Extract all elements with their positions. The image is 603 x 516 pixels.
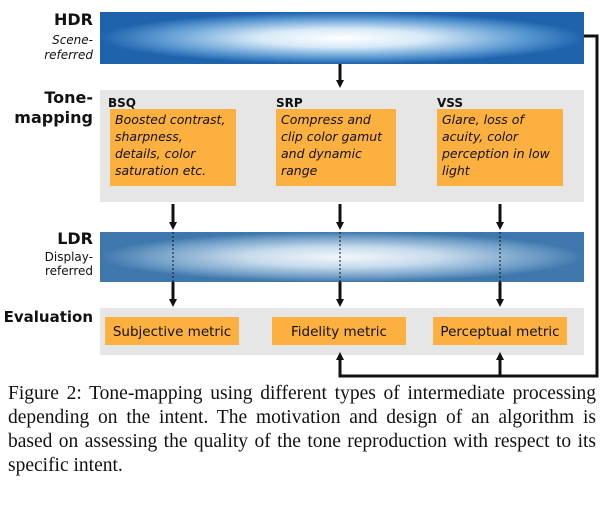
hdr-row-label: HDR Scene- referred bbox=[44, 10, 93, 62]
intent-srp-line-3: and dynamic bbox=[281, 146, 362, 161]
hdr-title: HDR bbox=[54, 10, 93, 29]
intent-bsq-desc: Boosted contrast, sharpness, details, co… bbox=[115, 112, 229, 178]
intent-bsq: BSQ Boosted contrast, sharpness, details… bbox=[105, 96, 239, 345]
intent-vss-line-4: light bbox=[442, 163, 471, 178]
ldr-subtitle-1: Display- bbox=[45, 250, 93, 264]
hdr-subtitle-2: referred bbox=[44, 48, 93, 62]
intent-bsq-line-4: saturation etc. bbox=[115, 163, 206, 178]
ldr-bar bbox=[100, 232, 584, 282]
tonemapping-title-1: Tone- bbox=[44, 88, 93, 107]
intent-vss-desc: Glare, loss of acuity, color perception … bbox=[441, 112, 554, 178]
intent-srp-line-4: range bbox=[281, 163, 318, 178]
feedback-line bbox=[336, 34, 599, 378]
metric-fidelity-box bbox=[272, 317, 406, 345]
intent-srp: SRP Compress and clip color gamut and dy… bbox=[272, 96, 406, 345]
evaluation-row-label: Evaluation bbox=[4, 308, 93, 326]
metric-perceptual-box bbox=[433, 317, 567, 345]
intent-bsq-line-2: sharpness, bbox=[115, 129, 183, 144]
tone-mapping-diagram: HDR Scene- referred Tone- mapping LDR Di… bbox=[4, 10, 599, 378]
intent-srp-desc: Compress and clip color gamut and dynami… bbox=[281, 112, 386, 178]
intent-srp-line-1: Compress and bbox=[281, 112, 371, 127]
intent-vss-line-2: acuity, color bbox=[442, 129, 519, 144]
feedback-path bbox=[336, 34, 599, 378]
metric-subjective-label: Subjective metric bbox=[113, 324, 231, 340]
intent-bsq-line-1: Boosted contrast, bbox=[115, 112, 225, 127]
intent-bsq-box bbox=[110, 109, 236, 186]
metric-fidelity-label: Fidelity metric bbox=[291, 324, 387, 340]
figure-caption: Figure 2: Tone-mapping using different t… bbox=[8, 383, 596, 476]
hdr-subtitle-1: Scene- bbox=[52, 33, 93, 47]
intent-vss: VSS Glare, loss of acuity, color percept… bbox=[433, 96, 567, 345]
ldr-subtitle-2: referred bbox=[45, 264, 93, 278]
metric-perceptual-label: Perceptual metric bbox=[440, 324, 559, 340]
metric-subjective-box bbox=[105, 317, 239, 345]
evaluation-title: Evaluation bbox=[4, 308, 93, 326]
intent-vss-box bbox=[437, 109, 563, 186]
ldr-title: LDR bbox=[57, 229, 93, 248]
hdr-bar bbox=[100, 12, 584, 64]
tonemapping-title-2: mapping bbox=[14, 108, 93, 127]
intent-vss-line-1: Glare, loss of bbox=[442, 112, 525, 127]
intent-vss-line-3: perception in low bbox=[441, 146, 551, 161]
intent-srp-box bbox=[276, 109, 396, 186]
intent-srp-line-2: clip color gamut bbox=[281, 129, 383, 144]
intent-bsq-line-3: details, color bbox=[115, 146, 196, 161]
ldr-row-label: LDR Display- referred bbox=[45, 229, 93, 278]
tonemapping-row-label: Tone- mapping bbox=[14, 88, 93, 127]
intent-bsq-label: BSQ bbox=[108, 96, 136, 110]
intent-srp-label: SRP bbox=[276, 96, 303, 110]
intent-vss-label: VSS bbox=[437, 96, 463, 110]
